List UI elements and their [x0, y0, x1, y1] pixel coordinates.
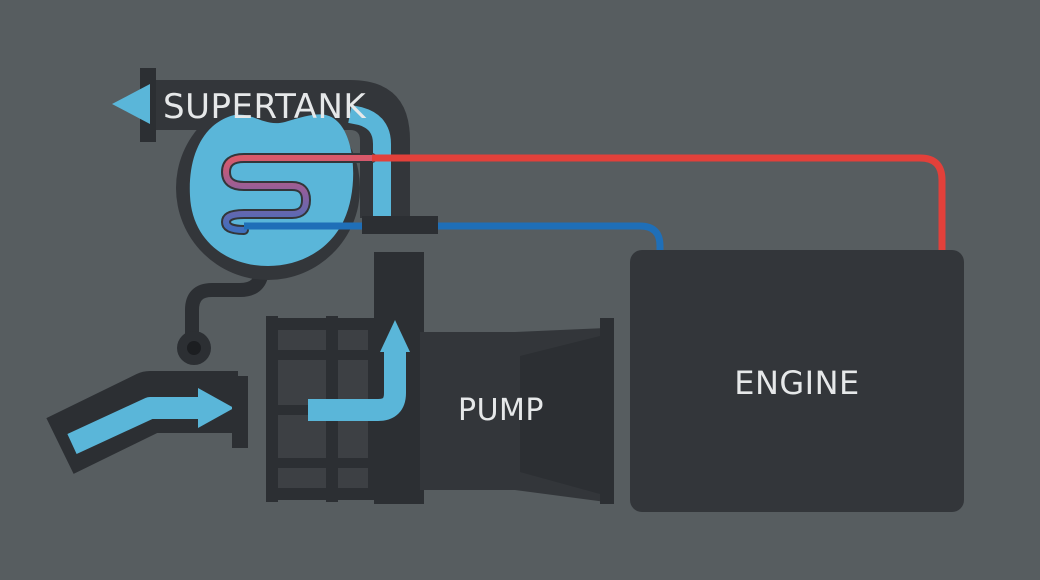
inlet-pipe [46, 371, 248, 474]
inlet-arrow-icon [198, 388, 234, 428]
pump: PUMP [266, 316, 614, 504]
drain-pipe [185, 261, 269, 352]
supertank-label: SUPERTANK [163, 87, 367, 127]
drain-valve [177, 331, 211, 365]
hot-line [372, 154, 946, 252]
cold-line [244, 222, 664, 252]
engine: ENGINE [630, 250, 964, 512]
pump-flow-arrow-icon [380, 320, 410, 352]
engine-label: ENGINE [734, 364, 860, 402]
heat-exchanger-coil [223, 155, 375, 233]
coolant-lines [244, 154, 946, 252]
outflow-arrow-icon [112, 84, 150, 124]
inlet-flange [232, 376, 248, 448]
pump-label: PUMP [458, 393, 544, 428]
outlet-flange [600, 318, 614, 504]
riser-pipe [362, 216, 438, 504]
supertank: SUPERTANK [112, 68, 410, 280]
